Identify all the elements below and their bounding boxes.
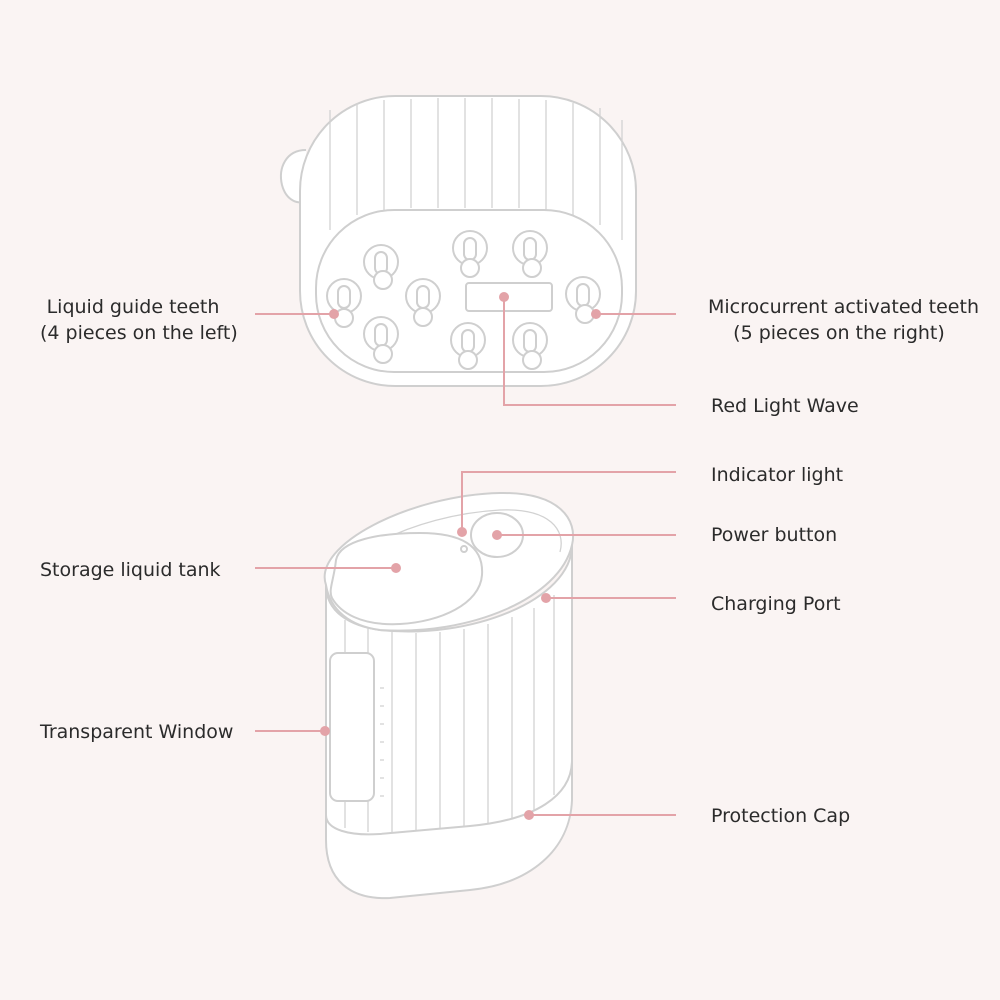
leader-protection-cap (524, 810, 676, 820)
label-microcurrent-teeth: Microcurrent activated teeth (5 pieces o… (708, 294, 979, 346)
label-microcurrent-teeth-line1: Microcurrent activated teeth (708, 296, 979, 318)
label-red-light-wave: Red Light Wave (711, 395, 859, 417)
tooth (512, 322, 548, 370)
label-indicator-light: Indicator light (711, 464, 844, 486)
window-scale-marks (380, 687, 384, 797)
leader-microcurrent-teeth (591, 309, 676, 319)
label-microcurrent-teeth-line2: (5 pieces on the right) (733, 322, 945, 344)
tooth (512, 230, 548, 278)
transparent-window-shape (329, 652, 375, 802)
leader-red-light-wave (499, 292, 676, 406)
leader-power-button (492, 530, 676, 540)
leader-transparent-window (255, 726, 330, 736)
leader-liquid-guide-teeth (255, 309, 339, 319)
tooth (450, 322, 486, 370)
label-storage-liquid-tank: Storage liquid tank (40, 559, 221, 581)
leader-indicator-light (457, 471, 676, 537)
label-liquid-guide-teeth-line2: (4 pieces on the left) (40, 322, 238, 344)
label-protection-cap: Protection Cap (711, 805, 851, 827)
tooth (405, 278, 441, 327)
tooth (452, 230, 488, 278)
tooth (363, 244, 399, 290)
head-ribs (329, 98, 623, 240)
leader-storage-liquid-tank (255, 563, 401, 573)
leader-charging-port (541, 593, 676, 603)
label-transparent-window: Transparent Window (40, 721, 234, 743)
device-body-perspective (323, 491, 575, 900)
label-liquid-guide-teeth: Liquid guide teeth (4 pieces on the left… (40, 294, 238, 346)
label-power-button: Power button (711, 524, 838, 546)
indicator-light-shape (460, 545, 468, 553)
device-head-top-view (280, 95, 637, 387)
tooth (363, 316, 399, 364)
tooth (326, 278, 362, 328)
label-liquid-guide-teeth-line1: Liquid guide teeth (46, 296, 220, 318)
label-charging-port: Charging Port (711, 593, 841, 615)
liquid-tank-lid-shape (329, 531, 484, 626)
